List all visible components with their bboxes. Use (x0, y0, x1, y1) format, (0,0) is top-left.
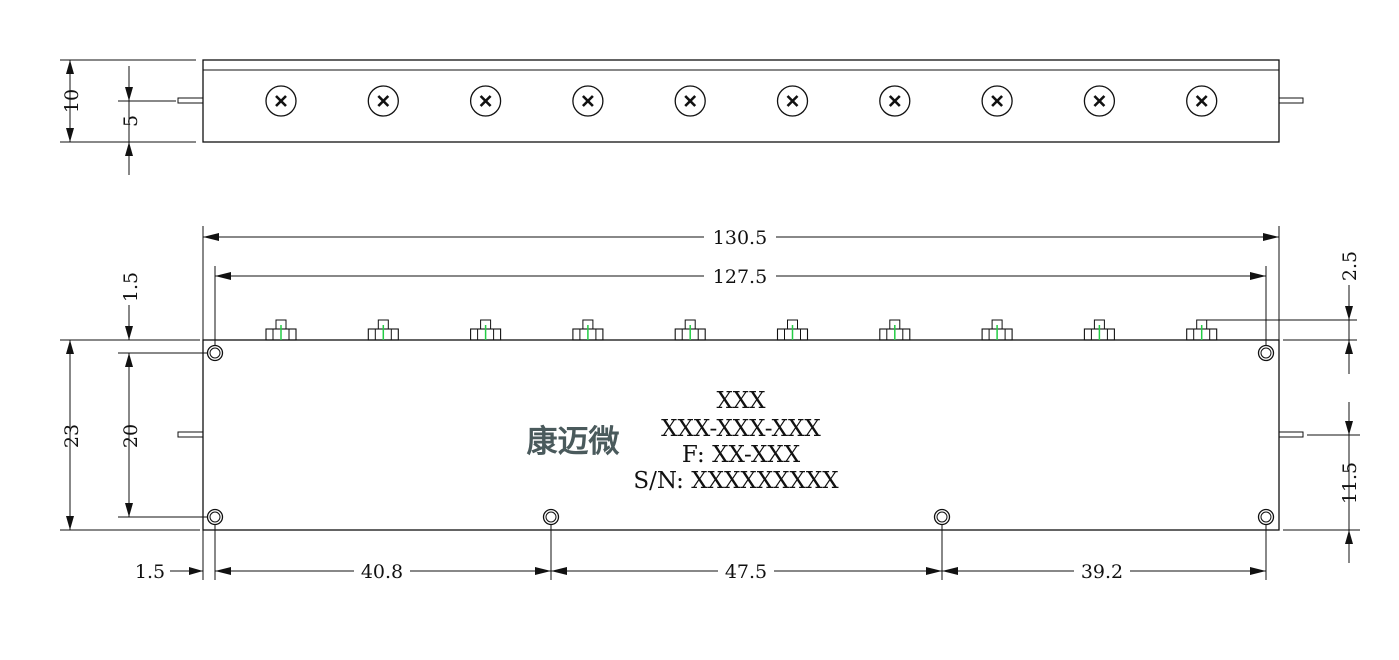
dim-body-height-label: 23 (61, 424, 83, 448)
hole-bottom-3 (933, 508, 951, 526)
side-view-body (202, 59, 1280, 143)
hole-bottom-2 (542, 508, 560, 526)
dim-hole-vertical: 20 (118, 352, 207, 518)
screw-icon (265, 85, 297, 117)
screw-icon (981, 85, 1013, 117)
dim-side-pin-label: 5 (120, 115, 142, 127)
side-view: 10 5 (60, 59, 1304, 175)
dim-side-height: 10 (60, 59, 196, 143)
screw-icon (1083, 85, 1116, 117)
brand-logo: 康迈微 (527, 424, 620, 460)
label-line-3: F: XX-XXX (682, 442, 801, 468)
label-line-1: XXX (716, 388, 766, 414)
sma-connector-icon (265, 319, 297, 341)
main-right-pin (1278, 431, 1304, 438)
label-line-4: S/N: XXXXXXXXX (633, 468, 839, 494)
sma-connector-icon (776, 319, 809, 341)
screw-icon (674, 85, 706, 117)
screw-icon (1186, 85, 1218, 117)
dim-connector-offset: 2.5 (1206, 251, 1361, 374)
dim-hole-spacing-label: 127.5 (713, 266, 767, 288)
hole-top-left (206, 344, 224, 362)
dim-seg1-label: 40.8 (361, 561, 403, 583)
mounting-holes (206, 344, 1275, 526)
dim-side-pin: 5 (118, 66, 176, 175)
screw-row (265, 85, 1218, 117)
sma-connector-icon (1083, 319, 1115, 341)
sma-connector-icon (1186, 319, 1218, 341)
dim-side-height-label: 10 (61, 89, 83, 113)
sma-connector-icon (674, 319, 706, 341)
dim-top-edge-offset: 1.5 (120, 272, 142, 340)
dim-top-edge-offset-label: 1.5 (120, 272, 142, 302)
connector-row (265, 319, 1218, 341)
dim-left-offset-label: 1.5 (135, 561, 165, 583)
sma-connector-icon (470, 319, 502, 341)
label-line-2: XXX-XXX-XXX (661, 416, 821, 442)
side-right-pin (1278, 97, 1304, 104)
main-left-pin (177, 431, 204, 438)
dim-overall-length: 130.5 (202, 226, 1280, 340)
main-view: XXX XXX-XXX-XXX F: XX-XXX S/N: XXXXXXXXX… (177, 319, 1304, 531)
hole-bottom-1 (206, 508, 224, 526)
dim-overall-length-label: 130.5 (713, 227, 767, 249)
dim-hole-spacing: 127.5 (214, 266, 1267, 345)
dim-right-pin-offset-label: 11.5 (1339, 462, 1361, 504)
dim-connector-offset-label: 2.5 (1339, 251, 1361, 281)
screw-icon (367, 85, 399, 117)
hole-top-right (1257, 344, 1275, 362)
sma-connector-icon (572, 319, 604, 341)
sma-connector-icon (981, 319, 1013, 341)
screw-icon (469, 85, 502, 117)
dim-body-height: 23 (60, 339, 200, 531)
dim-seg2-label: 47.5 (725, 561, 767, 583)
screw-icon (776, 85, 809, 117)
dim-bottom-chain: 1.5 40.8 47.5 39.2 (135, 525, 1267, 583)
sma-connector-icon (367, 319, 399, 341)
dim-hole-vertical-label: 20 (120, 424, 142, 448)
screw-icon (572, 85, 604, 117)
screw-icon (879, 85, 911, 117)
dim-seg3-label: 39.2 (1081, 561, 1123, 583)
hole-bottom-4 (1257, 508, 1275, 526)
side-left-pin (177, 97, 204, 104)
sma-connector-icon (879, 319, 911, 341)
dim-right-pin-offset: 11.5 (1283, 402, 1361, 563)
